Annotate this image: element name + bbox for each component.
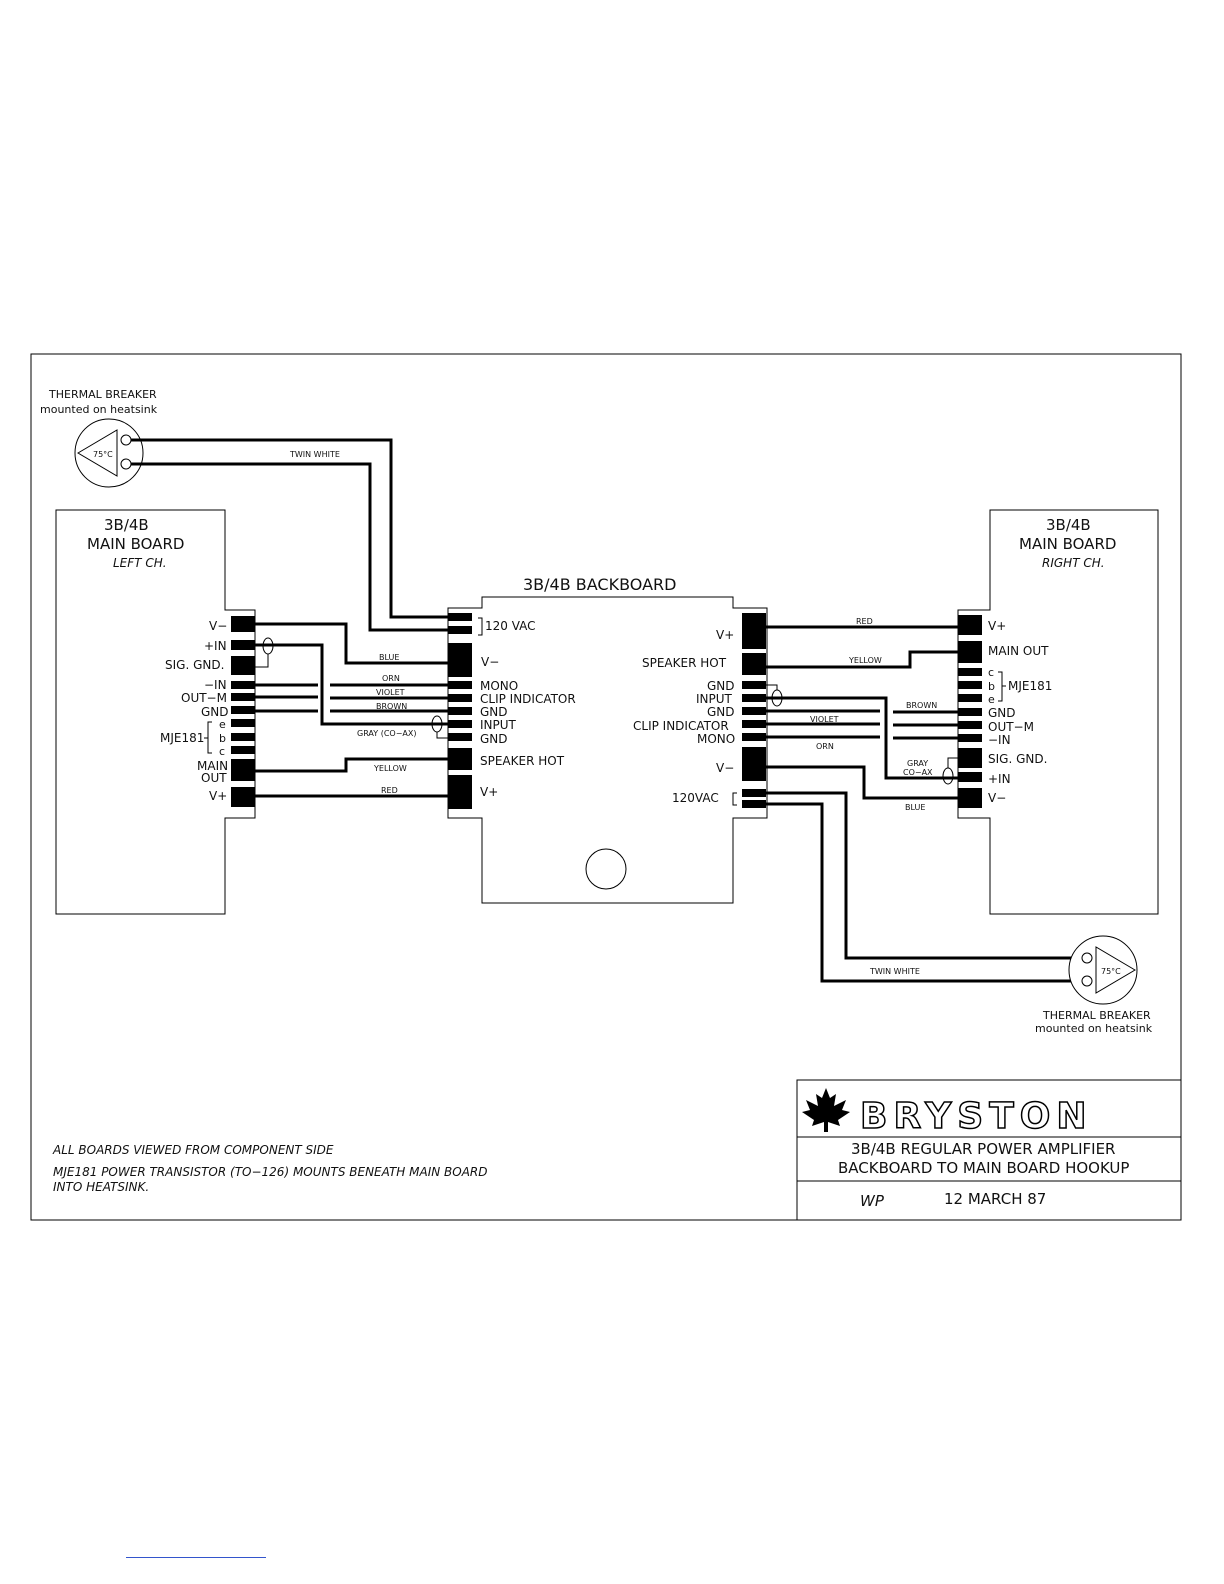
bb-right-v-plus: V+ (716, 628, 734, 642)
label-yellow-left: YELLOW (373, 764, 407, 773)
backboard-title: 3B/4B BACKBOARD (523, 575, 676, 594)
label-twin-white-right: TWIN WHITE (869, 967, 920, 976)
right-board-channel: RIGHT CH. (1042, 556, 1105, 570)
left-pin-plus-in: +IN (204, 639, 227, 653)
note-line1: ALL BOARDS VIEWED FROM COMPONENT SIDE (52, 1143, 334, 1157)
right-board-title1: 3B/4B (1046, 516, 1091, 534)
bb-right-speaker-hot: SPEAKER HOT (642, 656, 727, 670)
drawing-title2: BACKBOARD TO MAIN BOARD HOOKUP (838, 1159, 1129, 1177)
right-transistor-label: MJE181 (1008, 679, 1052, 693)
bb-left-input: INPUT (480, 718, 517, 732)
label-gray-right: GRAY (907, 759, 928, 768)
right-pin-v-plus: V+ (988, 619, 1006, 633)
right-main-board: 3B/4B MAIN BOARD RIGHT CH. V+ MAIN OUT c… (957, 509, 1159, 915)
drawing-date: 12 MARCH 87 (944, 1190, 1046, 1208)
left-pin-v-minus: V− (209, 619, 227, 633)
left-main-board: 3B/4B MAIN BOARD LEFT CH. V− +IN SIG. GN… (55, 509, 256, 915)
twin-white-wire-right: TWIN WHITE (766, 791, 1084, 983)
right-pin-main-out: MAIN OUT (988, 644, 1049, 658)
label-brown-left: BROWN (376, 702, 407, 711)
bb-left-mono: MONO (480, 679, 518, 693)
left-board-channel: LEFT CH. (113, 556, 167, 570)
bb-right-clip: CLIP INDICATOR (633, 719, 729, 733)
label-twin-white-left: TWIN WHITE (289, 450, 340, 459)
label-yellow-right: YELLOW (848, 656, 882, 665)
mounting-hole (585, 848, 627, 890)
left-pin-minus-in: −IN (204, 678, 227, 692)
thermal-breaker-right: 75°C THERMAL BREAKER mounted on heatsink (1035, 935, 1153, 1035)
note-line2: MJE181 POWER TRANSISTOR (TO−126) MOUNTS … (53, 1165, 488, 1179)
right-pin-sig-gnd: SIG. GND. (988, 752, 1047, 766)
left-board-title1: 3B/4B (104, 516, 149, 534)
left-pin-main: MAIN (197, 759, 228, 773)
left-pin-out-m: OUT−M (181, 691, 227, 705)
label-orn-right: ORN (816, 742, 834, 751)
left-board-title2: MAIN BOARD (87, 535, 184, 553)
bb-right-input: INPUT (696, 692, 733, 706)
bb-left-120vac: 120 VAC (485, 619, 536, 633)
right-pin-e: e (988, 693, 995, 706)
left-pin-e: e (219, 718, 226, 731)
breaker-right-subtitle: mounted on heatsink (1035, 1022, 1153, 1035)
breaker-left-temp: 75°C (93, 450, 113, 459)
right-pin-c: c (988, 666, 994, 679)
label-coax-right: CO−AX (903, 768, 933, 777)
left-pin-gnd: GND (201, 705, 229, 719)
right-wires: RED YELLOW GRAY CO−AX BROWN VIOLET ORN B… (766, 617, 958, 812)
bb-right-gnd2: GND (707, 705, 735, 719)
bb-right-v-minus: V− (716, 761, 734, 775)
left-wires: BLUE GRAY (CO−AX) ORN VIOLET BROWN YELLO… (255, 622, 448, 798)
right-pin-b: b (988, 680, 995, 693)
bb-right-gnd1: GND (707, 679, 735, 693)
backboard: 3B/4B BACKBOARD 120 VAC V− MONO CLIP IND… (447, 575, 768, 904)
footer-link-underline[interactable] (126, 1557, 266, 1558)
drawing-title1: 3B/4B REGULAR POWER AMPLIFIER (851, 1140, 1115, 1158)
left-pin-out: OUT (201, 771, 227, 785)
drawing-frame (30, 353, 1182, 1221)
drafter-initials: WP (860, 1192, 885, 1210)
breaker-right-temp: 75°C (1101, 967, 1121, 976)
maple-leaf-icon (802, 1088, 850, 1132)
label-gray-coax-left: GRAY (CO−AX) (357, 729, 417, 738)
bb-left-gnd1: GND (480, 705, 508, 719)
brand-logo: BRYSTON (860, 1096, 1092, 1137)
twin-white-wire-left: TWIN WHITE (131, 438, 448, 632)
right-pin-minus-in: −IN (988, 733, 1011, 747)
label-blue-right: BLUE (905, 803, 925, 812)
label-violet-left: VIOLET (376, 688, 405, 697)
bb-left-speaker-hot: SPEAKER HOT (480, 754, 565, 768)
right-pin-plus-in: +IN (988, 772, 1011, 786)
notes: ALL BOARDS VIEWED FROM COMPONENT SIDE MJ… (52, 1143, 488, 1194)
breaker-left-title: THERMAL BREAKER (48, 388, 157, 401)
right-pin-gnd: GND (988, 706, 1016, 720)
left-pin-sig-gnd: SIG. GND. (165, 658, 224, 672)
label-violet-right: VIOLET (810, 715, 839, 724)
right-board-title2: MAIN BOARD (1019, 535, 1116, 553)
left-transistor-label: MJE181 (160, 731, 204, 745)
bb-right-mono: MONO (697, 732, 735, 746)
label-brown-right: BROWN (906, 701, 937, 710)
left-pin-b: b (219, 732, 226, 745)
left-pin-v-plus: V+ (209, 789, 227, 803)
label-blue-left: BLUE (379, 653, 399, 662)
bb-left-v-plus: V+ (480, 785, 498, 799)
label-red-left: RED (381, 786, 398, 795)
title-block: BRYSTON 3B/4B REGULAR POWER AMPLIFIER BA… (796, 1079, 1182, 1221)
right-pin-v-minus: V− (988, 791, 1006, 805)
right-pin-out-m: OUT−M (988, 720, 1034, 734)
thermal-breaker-left: 75°C THERMAL BREAKER mounted on heatsink (40, 388, 158, 488)
bb-left-v-minus: V− (481, 655, 499, 669)
bb-right-120vac: 120VAC (672, 791, 719, 805)
left-pin-c: c (219, 745, 225, 758)
breaker-right-title: THERMAL BREAKER (1042, 1009, 1151, 1022)
label-red-right: RED (856, 617, 873, 626)
bb-left-gnd2: GND (480, 732, 508, 746)
label-orn-left: ORN (382, 674, 400, 683)
note-line3: INTO HEATSINK. (53, 1180, 149, 1194)
bb-left-clip: CLIP INDICATOR (480, 692, 576, 706)
breaker-left-subtitle: mounted on heatsink (40, 403, 158, 416)
